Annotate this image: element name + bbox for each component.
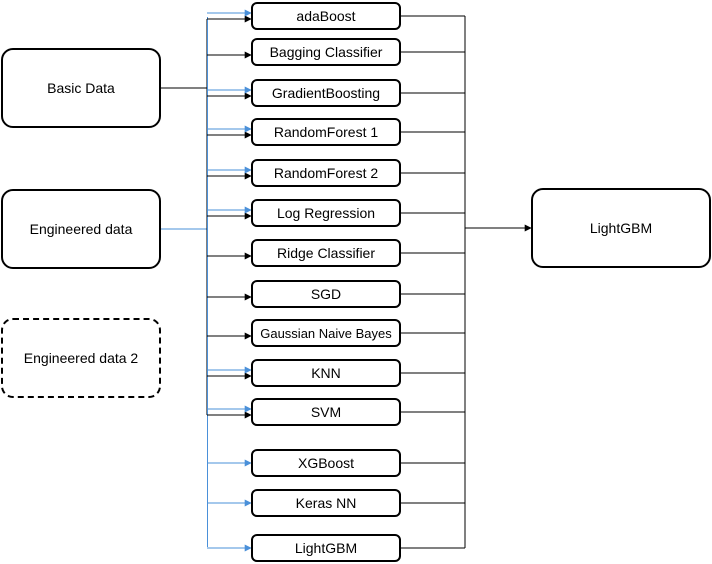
model-svm: SVM (251, 398, 401, 426)
meta-model-lightgbm: LightGBM (531, 188, 711, 268)
model-lightgbm: LightGBM (251, 534, 401, 562)
model-log-regression: Log Regression (251, 199, 401, 227)
model-gaussian-naive-bayes: Gaussian Naive Bayes (251, 319, 401, 347)
model-gradientboosting: GradientBoosting (251, 79, 401, 107)
model-adaboost: adaBoost (251, 2, 401, 30)
model-bagging-classifier: Bagging Classifier (251, 38, 401, 66)
model-ridge-classifier: Ridge Classifier (251, 239, 401, 267)
model-xgboost: XGBoost (251, 449, 401, 477)
model-knn: KNN (251, 359, 401, 387)
model-randomforest-2: RandomForest 2 (251, 159, 401, 187)
source-engineered-data: Engineered data (1, 189, 161, 269)
model-sgd: SGD (251, 280, 401, 308)
model-keras-nn: Keras NN (251, 489, 401, 517)
source-engineered-data-2: Engineered data 2 (1, 318, 161, 398)
source-basic-data: Basic Data (1, 48, 161, 128)
model-randomforest-1: RandomForest 1 (251, 118, 401, 146)
